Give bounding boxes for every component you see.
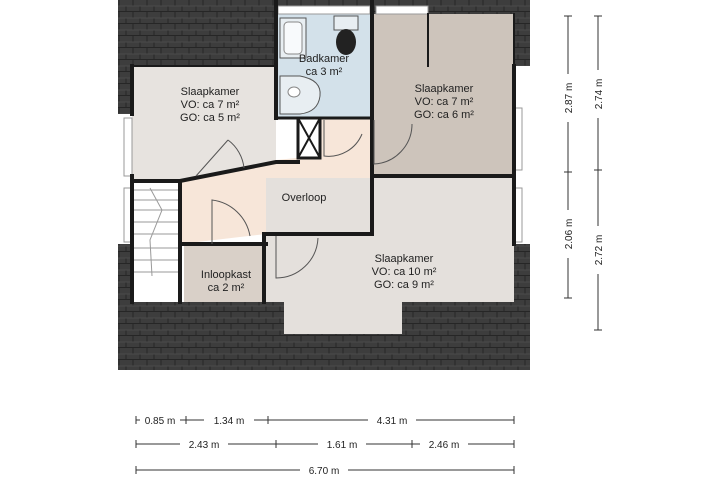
dimensions-right [561, 15, 605, 331]
toilet [333, 15, 359, 55]
dim-r-inner-1: 2.06 m [564, 219, 575, 250]
dim-r-outer-1: 2.72 m [594, 235, 605, 266]
dim-r-inner-0: 2.87 m [564, 83, 575, 114]
dimensions-bottom [135, 413, 515, 477]
dormer-bottom [284, 300, 402, 334]
dim-b1-1: 1.34 m [214, 416, 245, 427]
roof-left-bottom [118, 244, 132, 302]
dim-b2-2: 2.46 m [429, 440, 460, 451]
dim-b1-2: 4.31 m [377, 416, 408, 427]
room-bedroom-large-floor [266, 178, 514, 302]
roof-left-top [118, 66, 132, 114]
dim-b1-0: 0.85 m [145, 416, 176, 427]
room-closet-floor [184, 244, 264, 302]
bedroom-right-go: GO: ca 6 m² [414, 109, 474, 121]
bedroom-right-vo: VO: ca 7 m² [415, 96, 474, 108]
sink [279, 75, 321, 115]
closet-name: Inloopkast [201, 269, 251, 281]
bedroom-left-go: GO: ca 5 m² [180, 112, 240, 124]
dimension-labels-bottom: 0.85 m 1.34 m 4.31 m 2.43 m 1.61 m 2.46 … [145, 416, 460, 477]
dimension-labels-right: 2.87 m 2.06 m 2.74 m 2.72 m [564, 79, 605, 266]
staircase [132, 184, 180, 302]
bedroom-large-name: Slaapkamer [375, 253, 434, 265]
label-closet: Inloopkast ca 2 m² [201, 269, 251, 294]
bedroom-right-name: Slaapkamer [415, 83, 474, 95]
label-bedroom-large: Slaapkamer VO: ca 10 m² GO: ca 9 m² [372, 253, 437, 291]
bedroom-large-vo: VO: ca 10 m² [372, 266, 437, 278]
dim-total: 6.70 m [309, 466, 340, 477]
bathroom-name: Badkamer [299, 53, 349, 65]
label-landing: Overloop [282, 192, 327, 204]
dormer-right [428, 14, 514, 66]
doors [195, 120, 413, 279]
bedroom-left-name: Slaapkamer [181, 86, 240, 98]
bedroom-large-go: GO: ca 9 m² [374, 279, 434, 291]
landing-name: Overloop [282, 192, 327, 204]
closet-area: ca 2 m² [208, 282, 245, 294]
label-bedroom-right: Slaapkamer VO: ca 7 m² GO: ca 6 m² [414, 83, 474, 121]
dim-b2-0: 2.43 m [189, 440, 220, 451]
shaft [296, 116, 322, 160]
label-bathroom: Badkamer ca 3 m² [299, 53, 349, 78]
room-bedroom-left-floor [132, 66, 276, 181]
walls [130, 0, 516, 304]
bedroom-left-vo: VO: ca 7 m² [181, 99, 240, 111]
roof-right-bottom [514, 244, 530, 302]
dim-b2-1: 1.61 m [327, 440, 358, 451]
bathtub [279, 17, 307, 59]
label-bedroom-left: Slaapkamer VO: ca 7 m² GO: ca 5 m² [180, 86, 240, 124]
dim-r-outer-0: 2.74 m [594, 79, 605, 110]
bathroom-area: ca 3 m² [306, 66, 343, 78]
